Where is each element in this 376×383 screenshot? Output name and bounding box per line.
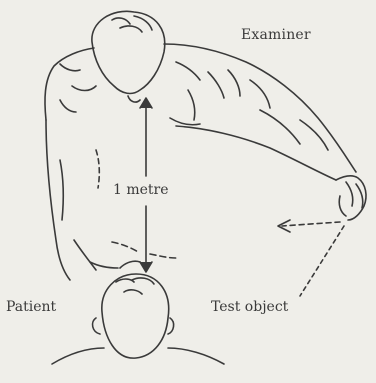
patient-head [93,274,174,358]
examiner-body [45,44,356,280]
distance-label: 1 metre [111,183,171,197]
patient-label: Patient [6,300,56,314]
test-object-arrows [278,220,344,296]
patient-shoulders [52,348,224,364]
examiner-arm [176,126,366,220]
examiner-head [92,11,165,102]
test-object-label: Test object [211,300,288,314]
examiner-lower-arm [74,240,176,270]
examiner-label: Examiner [241,28,311,42]
